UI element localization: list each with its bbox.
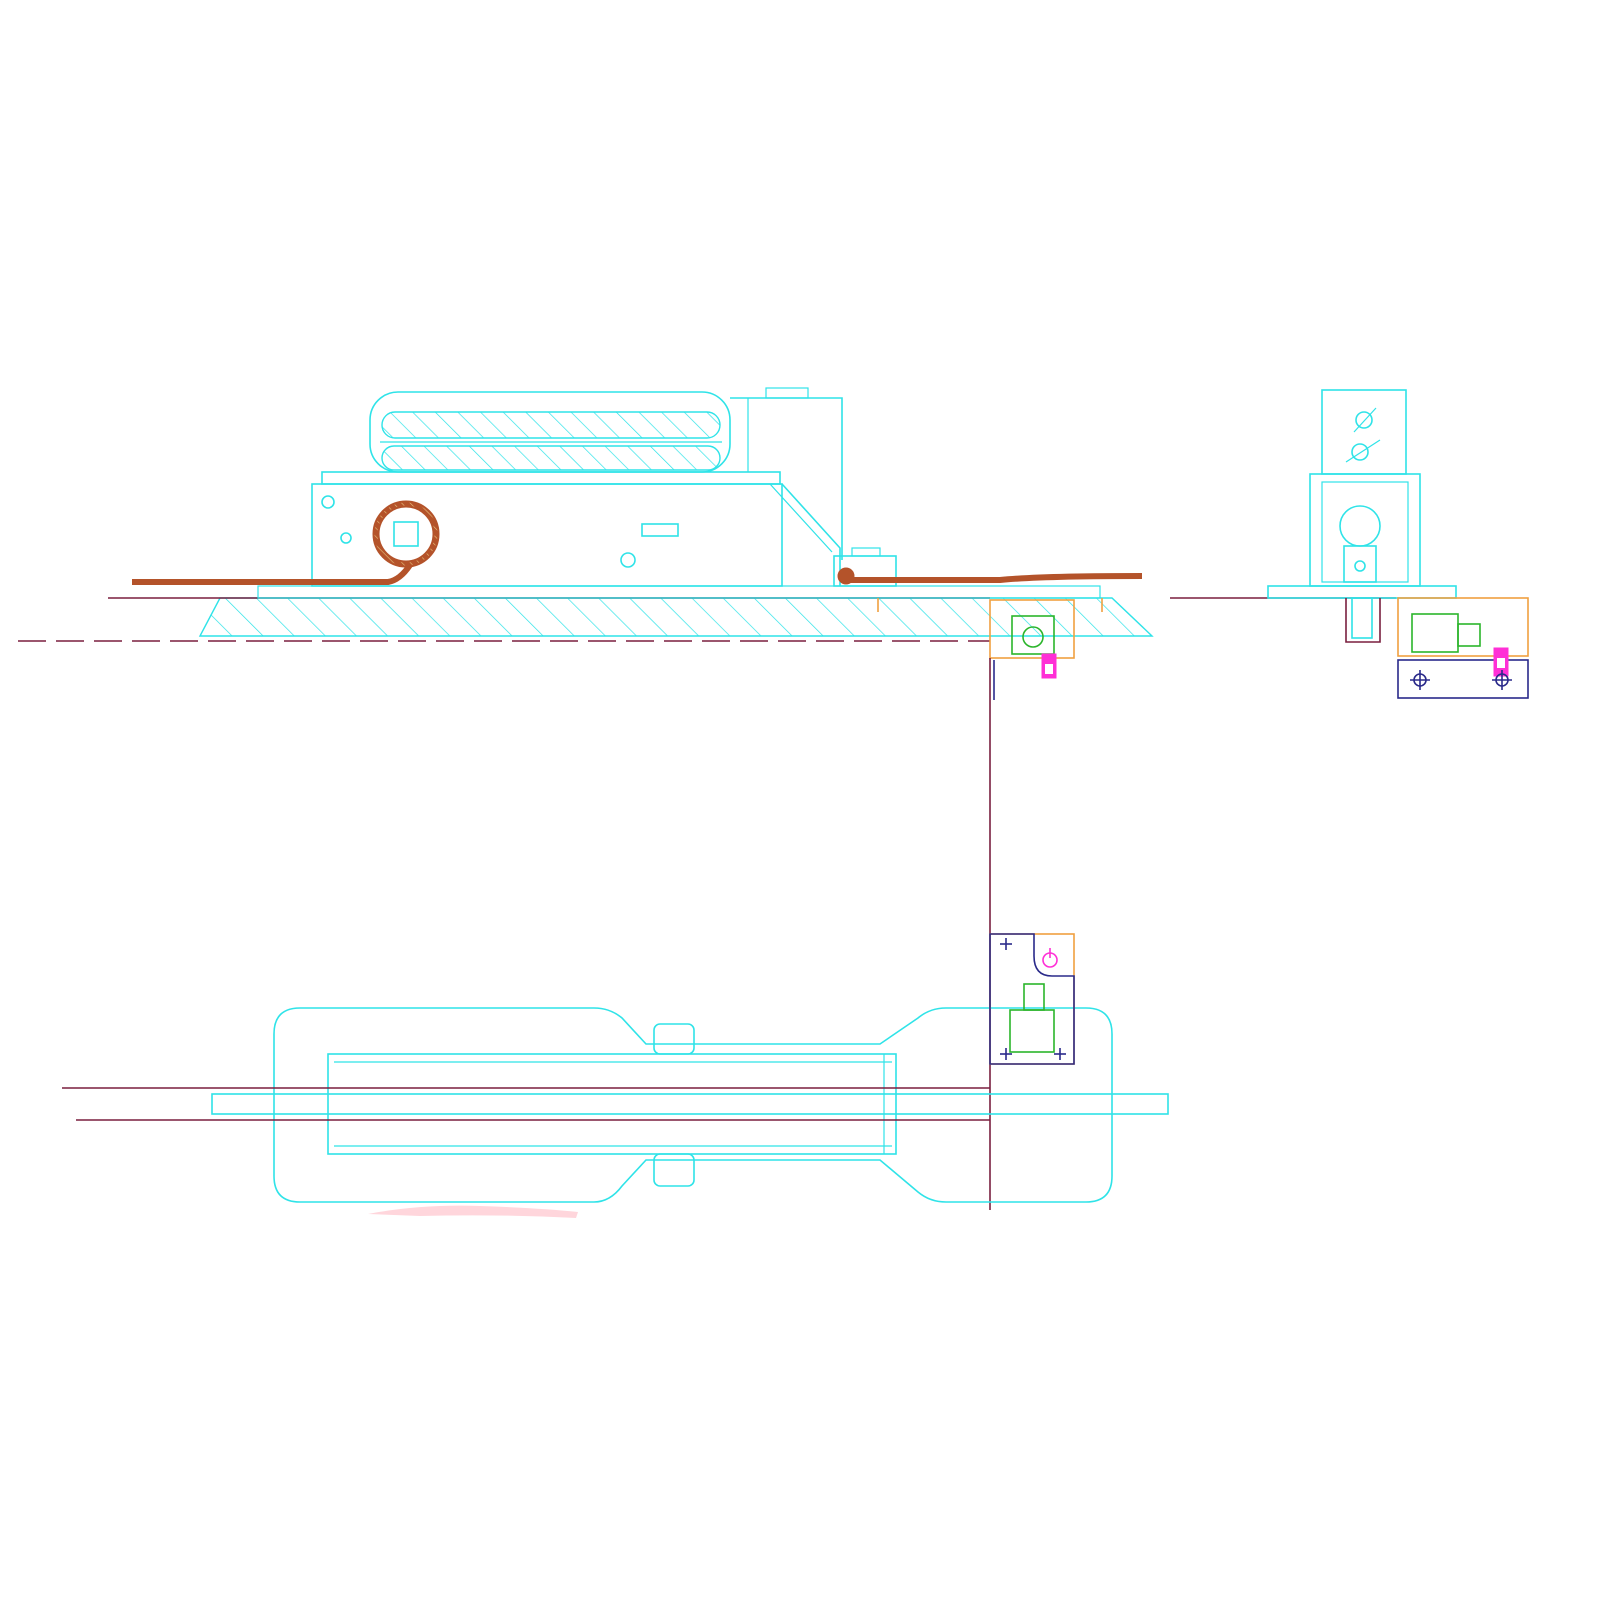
end-bolt [1493,647,1509,677]
plan-crosshair-3 [1054,1048,1066,1060]
coil-spring-symbol [372,500,440,568]
end-upper-box [1321,389,1407,475]
crosshair-hole-symbol [1345,407,1381,463]
hinge-cap [851,547,881,557]
end-crosshair-1 [1410,670,1430,690]
end-stem-hole [1354,560,1366,572]
cylinder-upper [381,411,721,439]
spring-plate-left [132,563,413,585]
end-view [1170,389,1529,699]
drive-block [730,397,843,560]
plan-tab-top [653,1023,695,1055]
end-arm-knob [1339,505,1381,547]
end-post [1351,597,1373,639]
floor-slab-hatch [198,597,1154,637]
end-lower-frame [1309,473,1421,587]
slab-bracket-inner [1011,615,1055,655]
cylinder-outer [369,391,731,473]
end-base [1267,585,1457,599]
end-base-plate [1397,659,1529,699]
top-plate [321,471,781,485]
housing-body [311,483,783,587]
end-stem [1343,545,1377,583]
mounting-rail [257,585,1101,599]
spring-plate-right [846,573,1143,583]
slab-bracket [989,599,1075,659]
plan-body-outline [273,1007,1113,1203]
plan-cylinder [327,1053,897,1155]
housing-slope [781,483,841,586]
housing-slope-inner [769,483,833,553]
end-crosshair-2 [1492,670,1512,690]
plan-motor-shaft [1023,983,1045,1011]
bracket-hole [1022,626,1044,648]
plan-bracket [989,933,1075,1065]
bolt-symbol [1041,653,1057,679]
slot [641,523,679,537]
plan-motor [1009,1009,1055,1053]
drive-cap [765,387,809,399]
end-bracket [1397,597,1529,657]
hole-2 [340,532,352,544]
end-motor [1411,613,1459,653]
cylinder-lower [381,445,721,471]
plan-shaft [211,1093,1169,1115]
plan-crosshair-2 [1000,1048,1012,1060]
elevation-view [18,387,1154,700]
plan-view [62,933,1169,1218]
pink-smudge [368,1205,578,1218]
plan-tab-bottom [653,1153,695,1187]
hole-3 [620,552,636,568]
plan-base-plate [989,933,1075,1065]
plan-crosshair-1 [1000,938,1012,950]
end-motor-shaft [1457,623,1481,647]
hole-1 [321,495,335,509]
end-pocket [1345,598,1381,643]
